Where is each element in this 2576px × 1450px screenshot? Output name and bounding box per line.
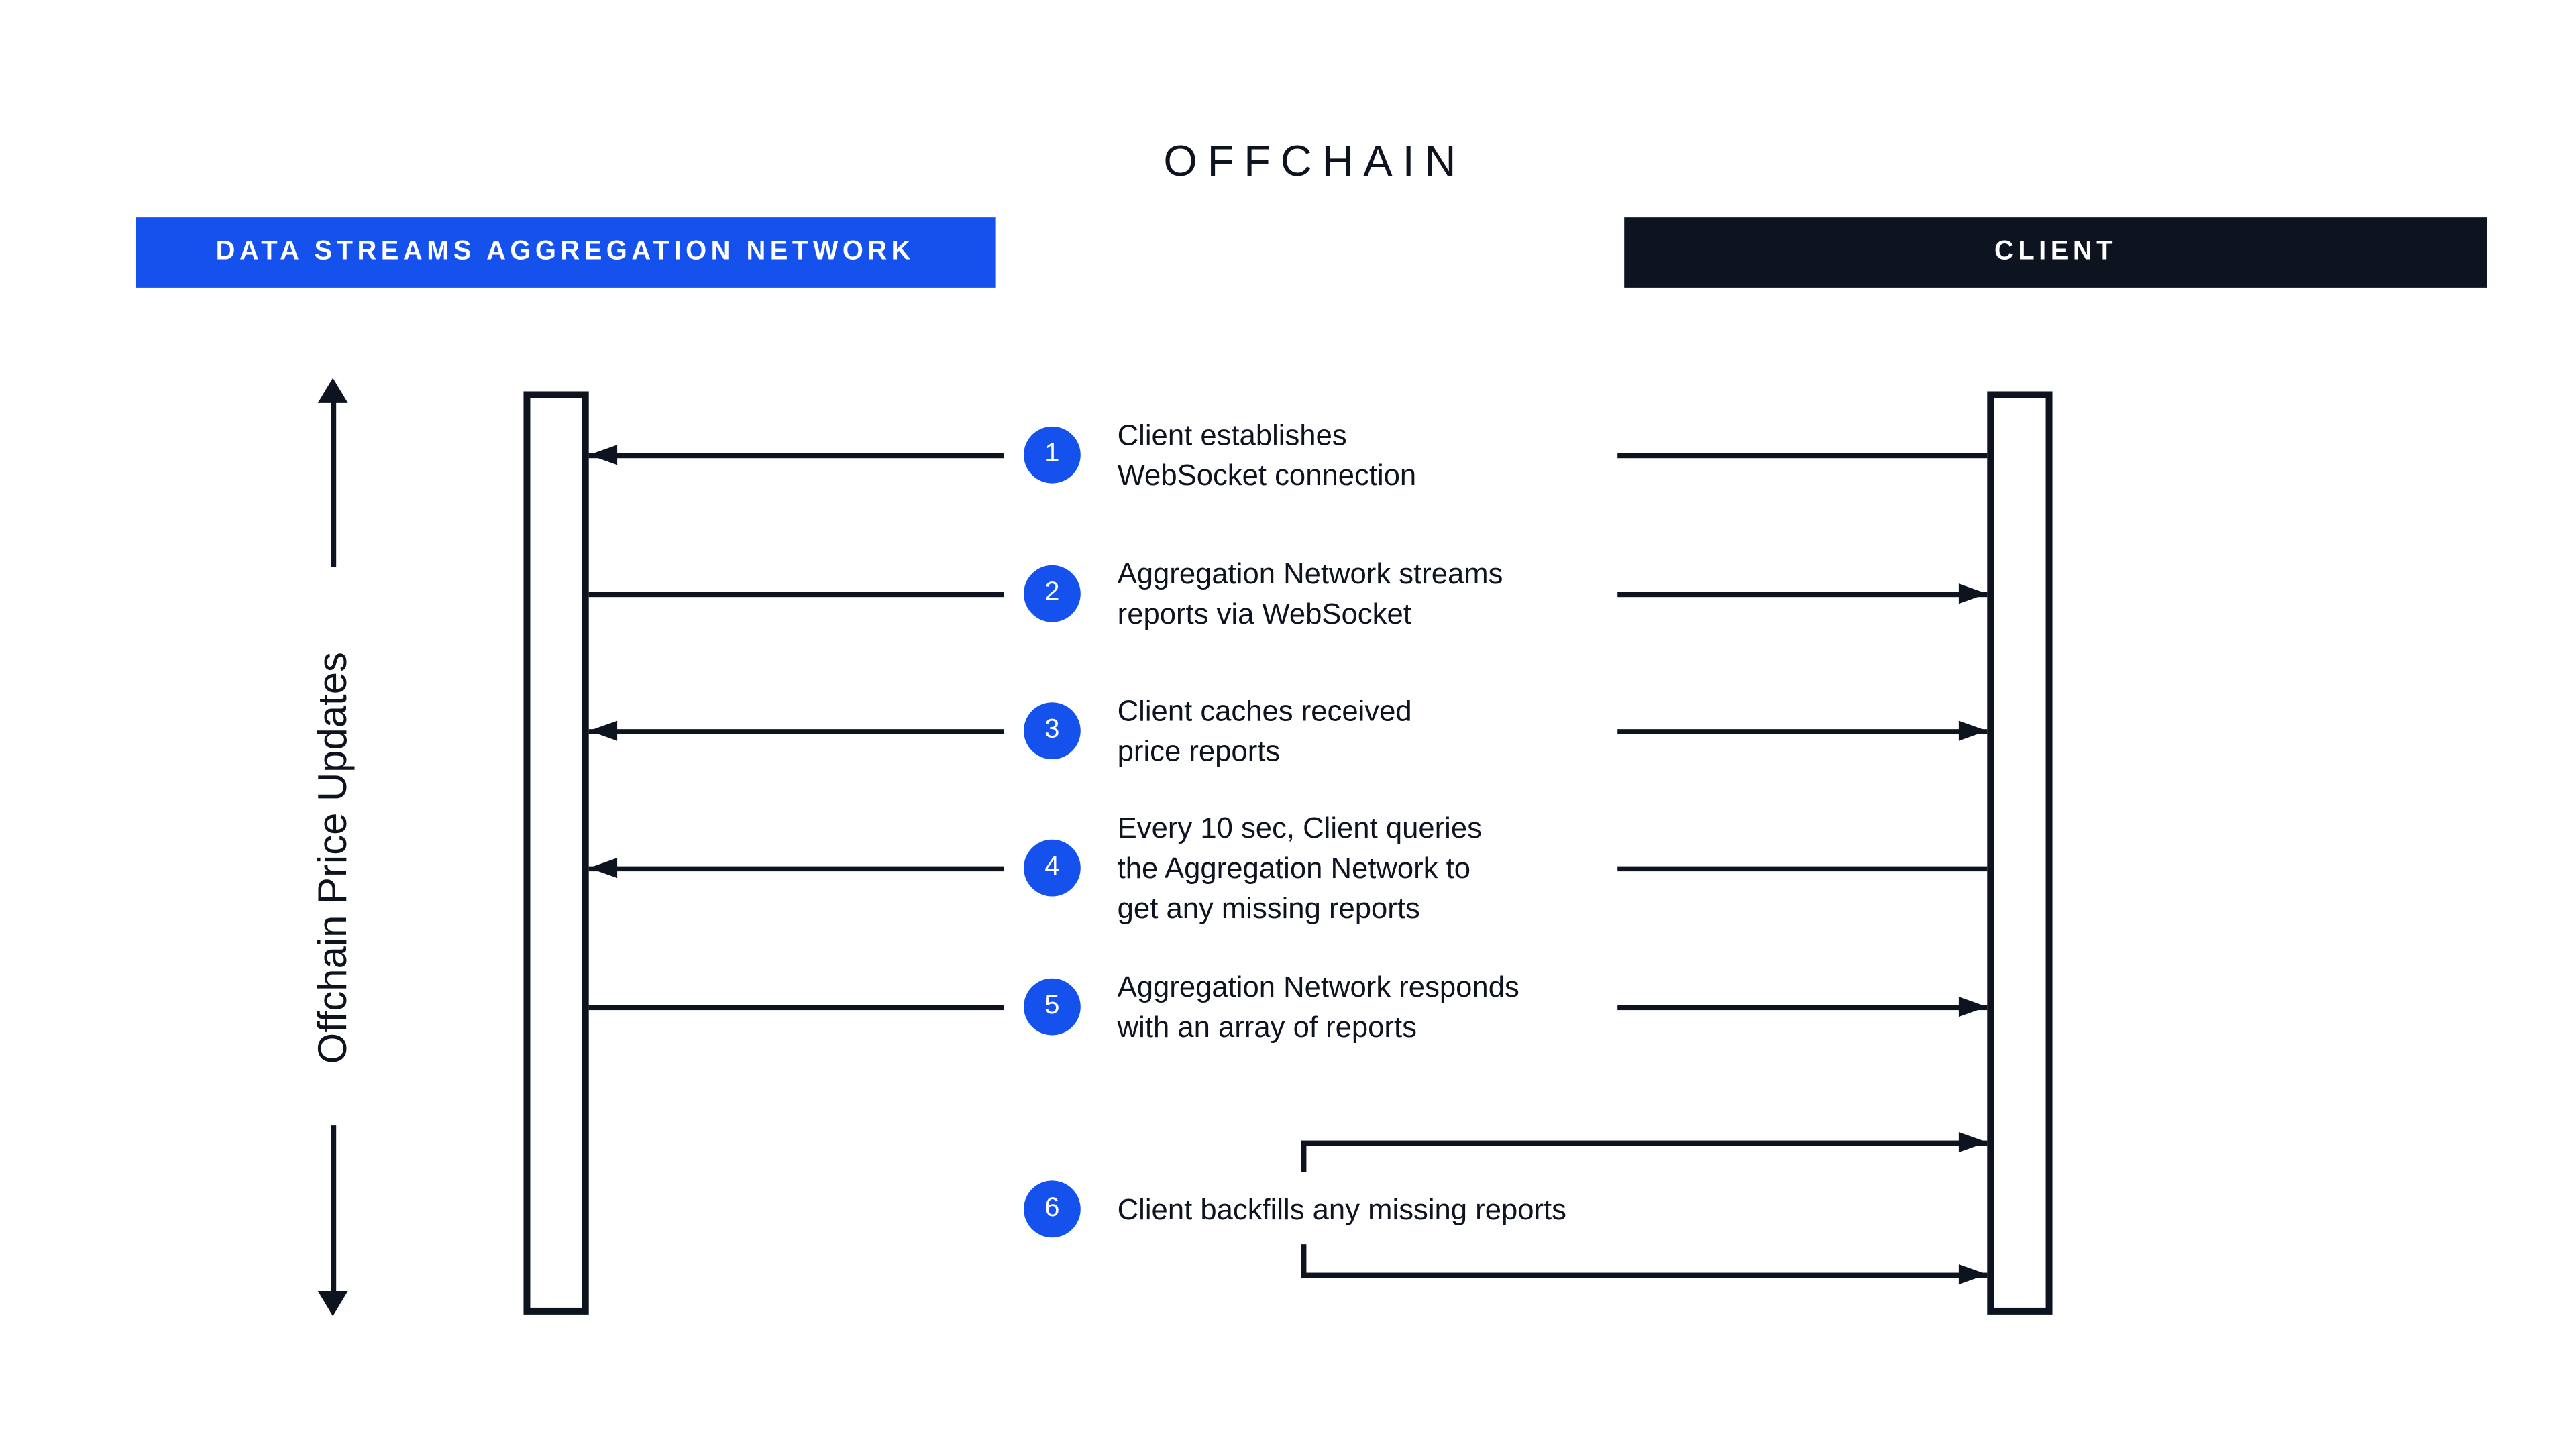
step-6-label: Client backfills any missing reports [1117,1188,1567,1229]
lane-header-client-label: CLIENT [1994,237,2117,266]
step-6-arrowhead-bottom-icon [1958,1264,1988,1285]
axis-arrow-down-icon [317,1290,348,1317]
step-2-marker: 2 [1024,565,1081,622]
lane-header-aggregation-network: DATA STREAMS AGGREGATION NETWORK [135,217,996,288]
step-4-label-line3: get any missing reports [1117,891,1420,925]
step-1-line-right [1617,452,1988,457]
step-4-line-right [1617,865,1988,871]
step-4-number: 4 [1044,852,1060,882]
step-3-line-right [1617,728,1988,734]
step-2-line-right [1617,591,1988,596]
step-3-marker: 3 [1024,702,1081,760]
step-1-label: Client establishes WebSocket connection [1117,414,1417,496]
step-4-label: Every 10 sec, Client queries the Aggrega… [1117,807,1482,928]
step-5-arrowhead-right-icon [1958,997,1988,1017]
step-6-marker: 6 [1024,1180,1081,1238]
step-5-label: Aggregation Network responds with an arr… [1117,966,1519,1047]
step-5-number: 5 [1044,991,1060,1021]
step-6-line-bottom [1301,1272,1988,1277]
lane-header-client: CLIENT [1624,217,2487,288]
step-3-label: Client caches received price reports [1117,690,1412,771]
step-4-label-line1: Every 10 sec, Client queries [1117,811,1482,845]
step-6-line-top [1301,1139,1988,1145]
step-1-label-line1: Client establishes [1117,418,1347,452]
step-6-label-line1: Client backfills any missing reports [1117,1192,1567,1226]
step-2-label-line2: reports via WebSocket [1117,597,1411,631]
lane-header-aggregation-network-label: DATA STREAMS AGGREGATION NETWORK [215,237,915,266]
step-6-connector-bottom [1301,1244,1307,1275]
diagram-title: OFFCHAIN [1163,135,1466,186]
axis-label: Offchain Price Updates [311,652,357,1064]
step-6-connector-top [1301,1142,1307,1172]
step-5-label-line2: with an array of reports [1117,1010,1417,1044]
step-1-label-line2: WebSocket connection [1117,458,1417,492]
step-2-label: Aggregation Network streams reports via … [1117,553,1503,634]
step-1-number: 1 [1044,439,1060,469]
step-1-marker: 1 [1024,426,1081,484]
step-3-number: 3 [1044,716,1060,744]
step-1-line-left [588,452,1004,457]
step-4-label-line2: the Aggregation Network to [1117,851,1471,885]
step-5-line-right [1617,1004,1988,1009]
step-3-line-left [588,728,1004,734]
axis-line-bottom [331,1125,337,1293]
step-5-label-line1: Aggregation Network responds [1117,970,1519,1004]
step-3-label-line1: Client caches received [1117,693,1412,728]
step-5-line-left [588,1004,1004,1009]
step-3-arrowhead-right-icon [1958,720,1988,741]
step-6-arrowhead-top-icon [1958,1132,1988,1153]
step-2-number: 2 [1044,578,1060,608]
axis-arrow-up-icon [317,378,348,403]
step-2-label-line1: Aggregation Network streams [1117,557,1503,591]
step-4-line-left [588,865,1004,871]
step-6-number: 6 [1044,1194,1060,1223]
axis-line-top [331,401,337,567]
lifeline-client [1987,391,2053,1315]
lifeline-aggregation-network [523,391,589,1315]
step-4-marker: 4 [1024,839,1081,897]
step-5-marker: 5 [1024,978,1081,1036]
step-2-arrowhead-right-icon [1958,583,1988,604]
step-3-label-line2: price reports [1117,734,1281,768]
step-2-line-left [588,591,1004,596]
